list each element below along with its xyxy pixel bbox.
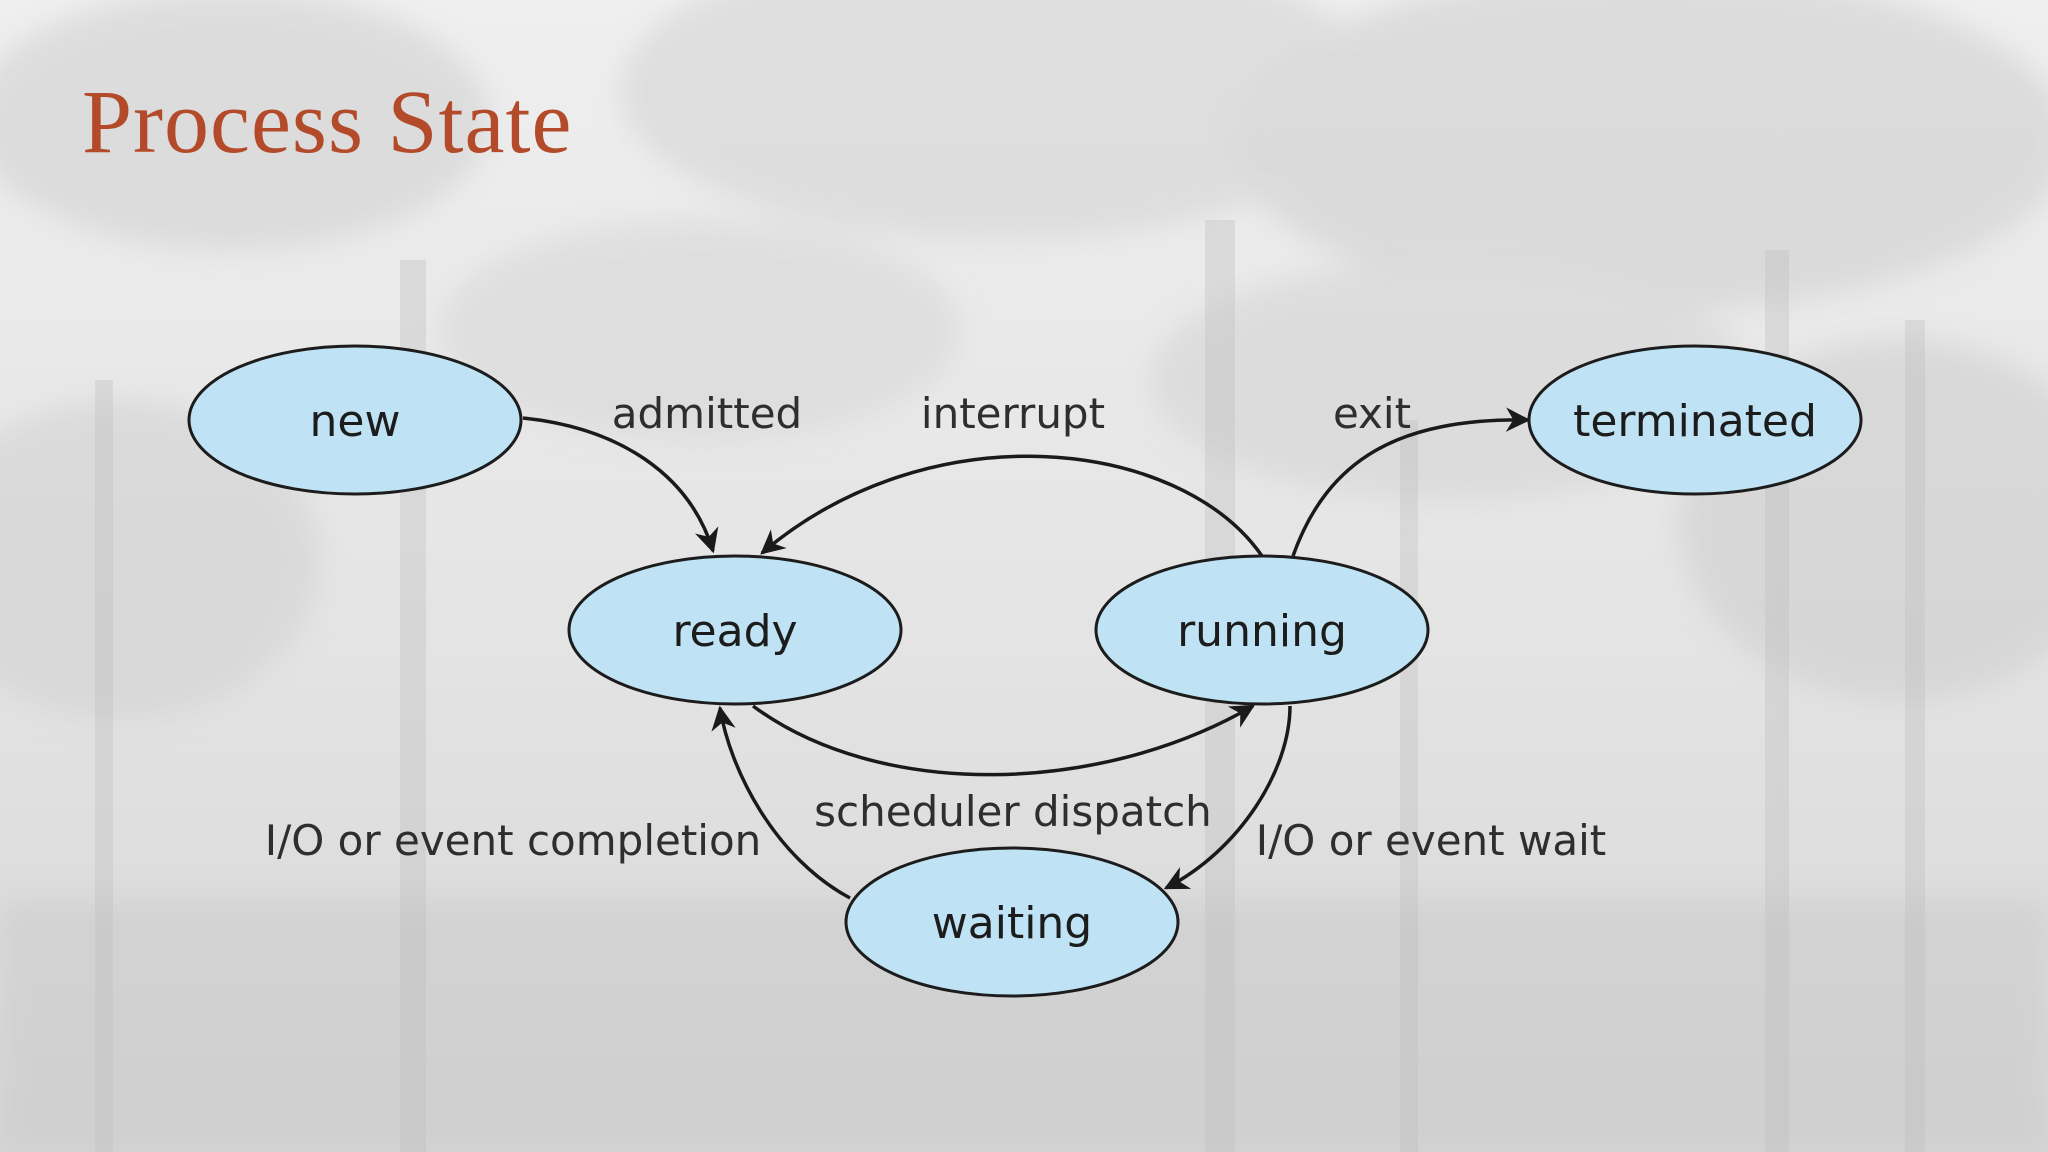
transition-arrows: [522, 407, 1531, 900]
state-label-ready: ready: [672, 606, 797, 657]
edge-io-event-wait: [1163, 705, 1292, 890]
edge-scheduler-dispatch: [751, 704, 1256, 777]
edge-label-admitted: admitted: [612, 389, 802, 438]
edge-interrupt: [760, 454, 1264, 558]
slide-title: Process State: [82, 73, 573, 172]
state-ready: ready: [567, 554, 903, 706]
edge-label-io-event-wait: I/O or event wait: [1256, 816, 1606, 865]
edge-label-scheduler-dispatch: scheduler dispatch: [814, 787, 1212, 836]
state-label-new: new: [310, 396, 401, 447]
state-label-waiting: waiting: [932, 898, 1092, 949]
state-running: running: [1094, 554, 1430, 706]
state-label-terminated: terminated: [1573, 396, 1817, 447]
edge-label-interrupt: interrupt: [921, 389, 1105, 438]
state-new: new: [187, 344, 523, 496]
edge-label-io-event-completion: I/O or event completion: [265, 816, 762, 865]
edge-exit: [1291, 407, 1531, 557]
edge-io-event-completion: [711, 705, 851, 900]
state-label-running: running: [1177, 606, 1347, 657]
edge-admitted: [522, 416, 719, 554]
state-terminated: terminated: [1527, 344, 1863, 496]
edge-label-exit: exit: [1333, 389, 1411, 438]
state-waiting: waiting: [844, 846, 1180, 998]
